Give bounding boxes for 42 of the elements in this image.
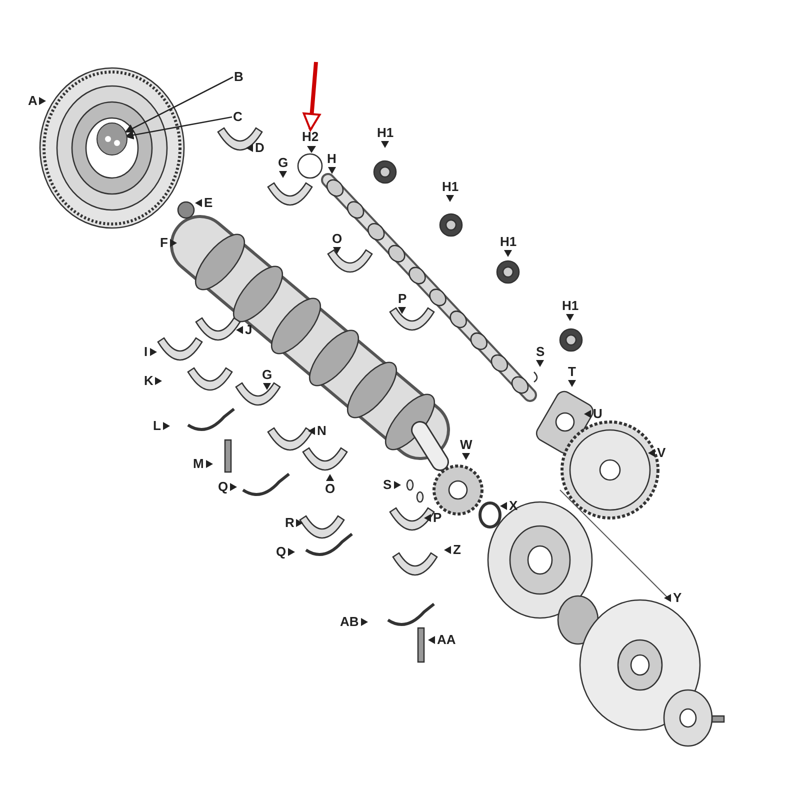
leader-line [124, 76, 234, 133]
callout-letter: N [308, 424, 326, 438]
callout-letter: H [327, 152, 336, 174]
callout-letter: A [28, 94, 46, 108]
callout-letter: G [278, 156, 288, 178]
callout-letter: D [246, 141, 264, 155]
callout-letter: S [383, 478, 401, 492]
callout-letter: O [332, 232, 342, 254]
callout-letter: U [584, 407, 602, 421]
callout-letter: S [536, 345, 545, 367]
callout-letter: Q [218, 480, 238, 494]
callout-letter: H1 [377, 126, 394, 148]
callout-letter: F [160, 236, 177, 250]
callout-letter: P [398, 292, 407, 314]
callout-letter: E [195, 196, 213, 210]
callout-letter: AB [340, 615, 368, 629]
leader-callout-letter: B [234, 70, 244, 84]
callout-letter: AA [428, 633, 456, 647]
callout-letter: P [424, 511, 442, 525]
callout-letter: K [144, 374, 162, 388]
callout-letter: R [285, 516, 304, 530]
highlighted-callout-letter: H2 [302, 130, 319, 144]
callout-letter: M [193, 457, 213, 471]
leader-callout-letter: C [233, 110, 242, 124]
leader-line [124, 116, 232, 140]
callout-letter: Q [276, 545, 296, 559]
callout-letter: J [236, 323, 252, 337]
callout-letter: G [262, 368, 272, 390]
callout-letter: H1 [500, 235, 517, 257]
callout-letter: V [648, 446, 666, 460]
callout-letter: T [568, 365, 576, 387]
callout-letter: I [144, 345, 157, 359]
callout-letter: X [500, 499, 518, 513]
callout-letter: H1 [562, 299, 579, 321]
callout-letter: Y [664, 591, 682, 605]
callout-letter: W [460, 438, 472, 460]
callout-letter: H1 [442, 180, 459, 202]
callout-letter: Z [444, 543, 461, 557]
callout-letter: O [325, 474, 336, 496]
highlight-arrow [302, 62, 321, 131]
flywheel-hub-drawing [96, 122, 128, 156]
callout-letter: L [153, 419, 170, 433]
